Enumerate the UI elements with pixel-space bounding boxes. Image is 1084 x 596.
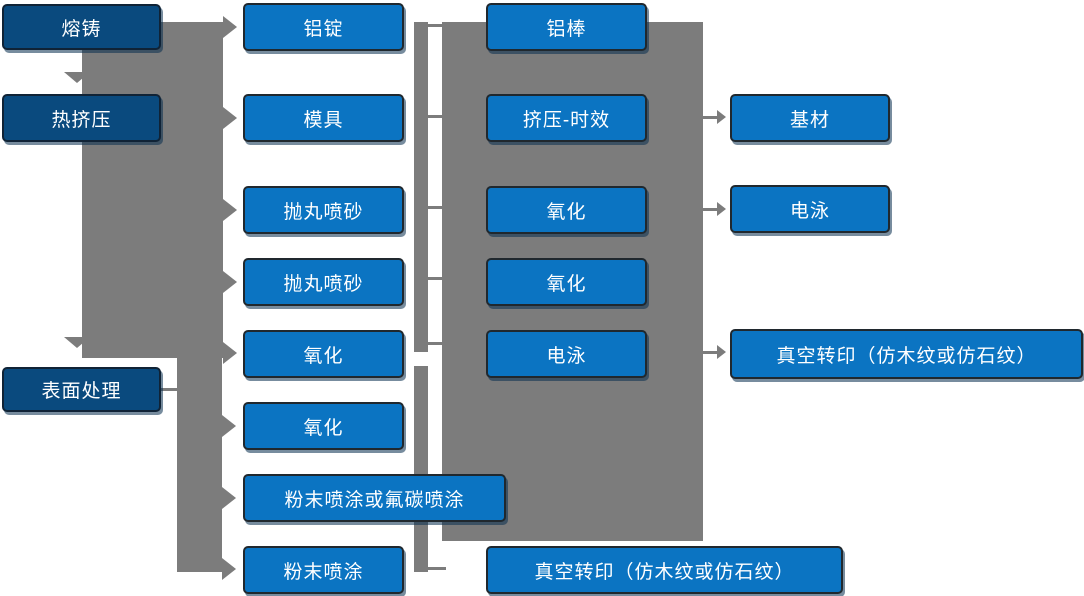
node-electrophoresis-2: 电泳 — [730, 185, 890, 233]
node-oxidation-1: 氧化 — [243, 330, 404, 378]
node-shot-blast-sandblast-1: 抛丸喷砂 — [243, 186, 404, 234]
node-extrusion-aging: 挤压-时效 — [486, 94, 647, 142]
arrow-to-powder-coating — [222, 558, 236, 580]
node-vacuum-transfer-print-1-label: 真空转印（仿木纹或仿石纹） — [534, 561, 795, 583]
node-powder-coating-label: 粉末喷涂 — [283, 561, 364, 583]
node-mold: 模具 — [243, 94, 404, 142]
node-shot-blast-sandblast-2-label: 抛丸喷砂 — [283, 273, 364, 295]
arrow-stem-to-vacuum-transfer — [703, 351, 717, 354]
arrow-melting-to-hot-extrusion — [64, 72, 90, 83]
connector-tick-row5 — [428, 342, 446, 345]
arrow-to-shot-blast-1 — [223, 199, 237, 221]
node-hot-extrusion-label: 热挤压 — [51, 109, 112, 131]
arrow-head-to-base-material — [717, 110, 726, 124]
node-melting-casting: 熔铸 — [2, 4, 161, 50]
node-oxidation-1-label: 氧化 — [303, 345, 344, 367]
connector-surface-treatment-link — [158, 388, 178, 391]
node-aluminum-rod-label: 铝棒 — [546, 18, 587, 40]
node-aluminum-ingot-label: 铝锭 — [303, 18, 344, 40]
node-extrusion-aging-label: 挤压-时效 — [522, 109, 611, 131]
arrow-to-powder-or-fluorocarbon — [222, 487, 236, 509]
arrow-head-to-electrophoresis — [717, 202, 726, 216]
node-electrophoresis-1-label: 电泳 — [546, 345, 587, 367]
arrow-stem-to-electrophoresis — [703, 208, 717, 211]
connector-tick-row4 — [428, 277, 446, 280]
node-oxidation-2: 氧化 — [243, 402, 404, 450]
connector-left-bundle — [82, 22, 223, 358]
connector-tick-row8 — [428, 567, 446, 570]
node-oxidation-4-label: 氧化 — [546, 273, 587, 295]
node-oxidation-3: 氧化 — [486, 186, 647, 234]
arrow-to-oxidation-1 — [223, 342, 237, 364]
connector-left-lower-bundle — [177, 352, 222, 572]
node-vacuum-transfer-print-1: 真空转印（仿木纹或仿石纹） — [486, 546, 843, 594]
arrow-head-to-vacuum-transfer — [717, 345, 726, 359]
node-powder-or-fluorocarbon-coating: 粉末喷涂或氟碳喷涂 — [243, 474, 506, 522]
connector-tick-row3 — [428, 206, 446, 209]
node-shot-blast-sandblast-1-label: 抛丸喷砂 — [283, 201, 364, 223]
node-shot-blast-sandblast-2: 抛丸喷砂 — [243, 258, 404, 306]
connector-tick-row2 — [428, 115, 446, 118]
arrow-to-oxidation-2 — [222, 415, 236, 437]
arrow-stem-to-base-material — [703, 116, 717, 119]
node-surface-treatment: 表面处理 — [2, 367, 161, 412]
node-base-material: 基材 — [730, 94, 890, 142]
arrow-to-shot-blast-2 — [223, 271, 237, 293]
connector-mid-band-upper — [414, 22, 428, 352]
node-oxidation-4: 氧化 — [486, 258, 647, 306]
arrow-to-mold — [223, 107, 237, 129]
node-vacuum-transfer-print-2-label: 真空转印（仿木纹或仿石纹） — [776, 345, 1037, 367]
node-electrophoresis-2-label: 电泳 — [789, 200, 830, 222]
node-surface-treatment-label: 表面处理 — [41, 381, 122, 402]
node-electrophoresis-1: 电泳 — [486, 330, 647, 378]
node-hot-extrusion: 热挤压 — [2, 94, 161, 142]
arrow-hot-extrusion-to-surface-treatment — [64, 337, 90, 348]
connector-tick-row1 — [428, 24, 446, 27]
node-mold-label: 模具 — [303, 109, 344, 131]
node-aluminum-ingot: 铝锭 — [243, 3, 404, 51]
node-base-material-label: 基材 — [789, 109, 830, 131]
node-powder-or-fluorocarbon-coating-label: 粉末喷涂或氟碳喷涂 — [284, 489, 465, 511]
node-vacuum-transfer-print-2: 真空转印（仿木纹或仿石纹） — [730, 329, 1083, 379]
node-oxidation-2-label: 氧化 — [303, 417, 344, 439]
connector-mid-band-lower — [414, 366, 428, 572]
node-aluminum-rod: 铝棒 — [486, 3, 647, 51]
node-oxidation-3-label: 氧化 — [546, 201, 587, 223]
node-powder-coating: 粉末喷涂 — [243, 546, 404, 594]
node-melting-casting-label: 熔铸 — [61, 18, 102, 40]
arrow-to-aluminum-ingot — [223, 16, 237, 38]
